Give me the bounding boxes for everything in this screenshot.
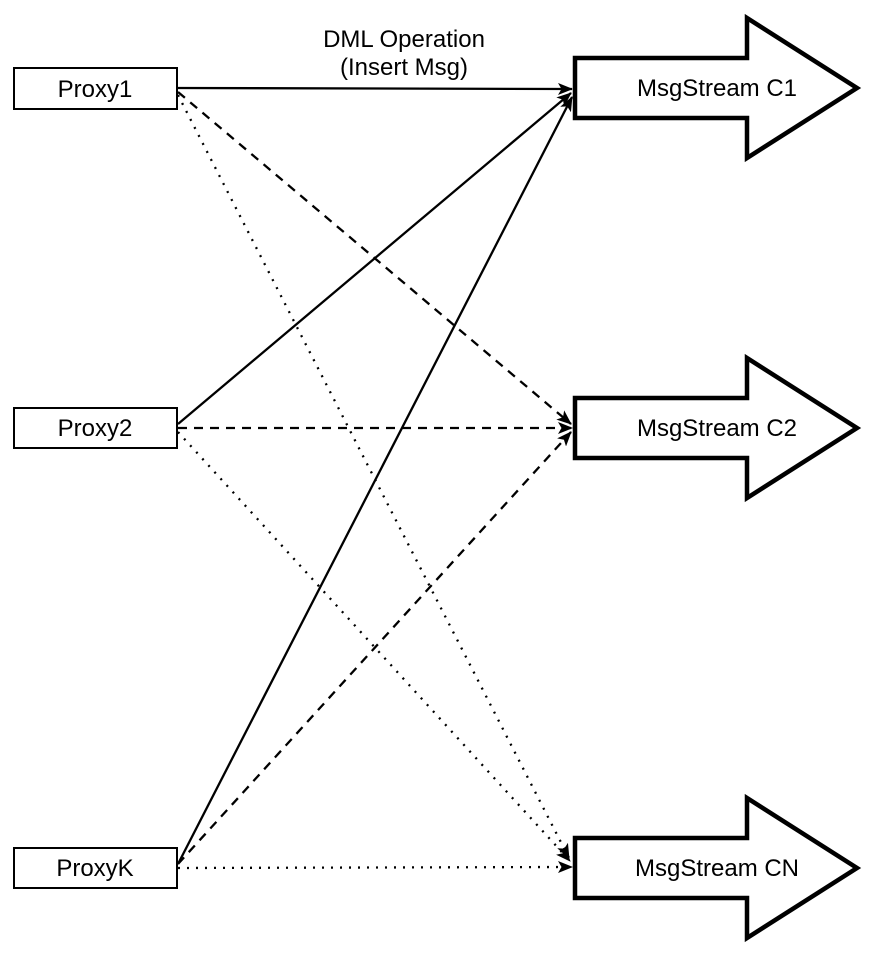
stream-c1: MsgStream C1	[572, 13, 862, 163]
proxy1-label: Proxy1	[58, 76, 133, 103]
edge-label-line1: DML Operation	[323, 26, 485, 53]
node-proxy1: Proxy1	[13, 67, 178, 110]
proxy2-label: Proxy2	[58, 415, 133, 442]
proxyk-label: ProxyK	[56, 855, 133, 882]
stream-c2-label: MsgStream C2	[637, 415, 797, 442]
stream-c1-block-arrow	[572, 13, 862, 163]
edge-proxyk-c2	[177, 431, 572, 865]
proxy2-box	[13, 407, 178, 449]
node-proxyk: ProxyK	[13, 847, 178, 889]
edge-label-line2: (Insert Msg)	[340, 54, 468, 81]
edge-proxyk-c1	[176, 96, 574, 865]
stream-c2: MsgStream C2	[572, 353, 862, 503]
edge-label: DML Operation (Insert Msg)	[323, 26, 485, 81]
edges	[176, 82, 574, 874]
stream-c2-block-arrow	[572, 353, 862, 503]
proxyk-box	[13, 847, 178, 889]
edge-proxy1-c1	[177, 82, 573, 95]
stream-cn: MsgStream CN	[572, 793, 862, 943]
stream-c1-label: MsgStream C1	[637, 75, 797, 102]
node-proxy2: Proxy2	[13, 407, 178, 449]
edge-proxyk-cn	[177, 861, 573, 874]
edge-proxy2-c1	[177, 92, 572, 425]
stream-cn-block-arrow	[572, 793, 862, 943]
stream-cn-label: MsgStream CN	[635, 855, 799, 882]
proxy1-box	[13, 67, 178, 110]
edge-proxy1-cn	[176, 94, 571, 859]
